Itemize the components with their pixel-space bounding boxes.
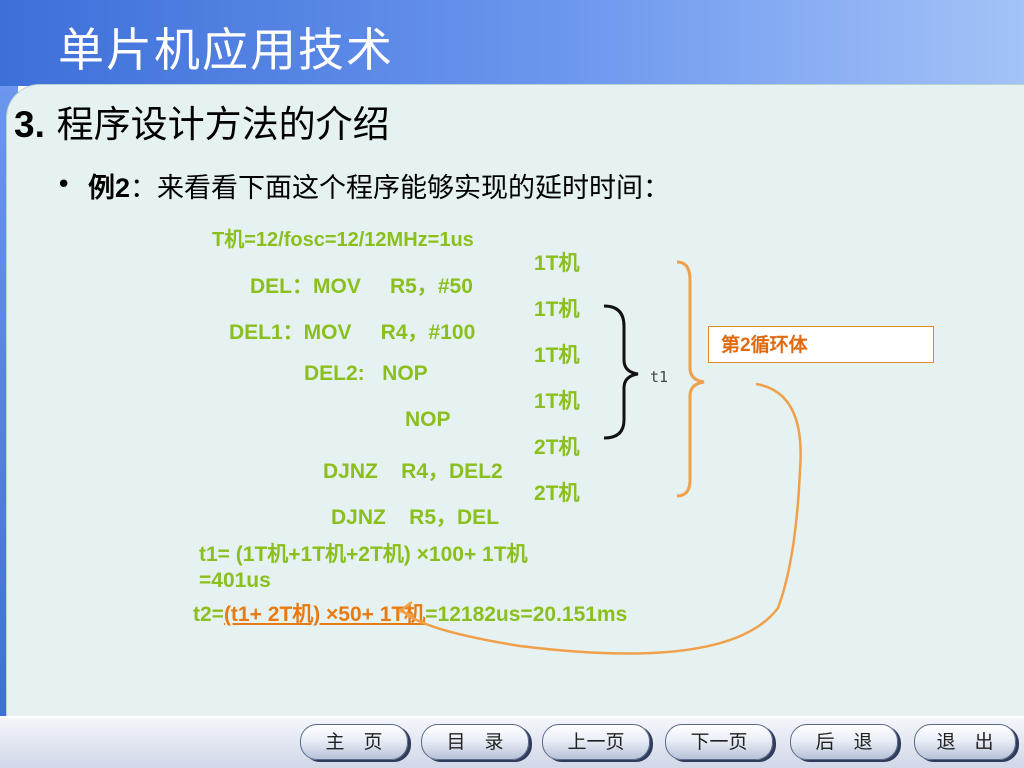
- t1-formula: t1= (1T机+1T机+2T机) ×100+ 1T机: [199, 543, 528, 566]
- orange-arrow-curve: [401, 382, 802, 655]
- prev-page-button[interactable]: 上一页: [542, 724, 650, 760]
- code-line-2: DEL1：MOV R4，#100: [229, 321, 476, 344]
- example-text: ：来看看下面这个程序能够实现的延时时间：: [130, 173, 671, 204]
- t2-highlight: (t1+ 2T机) ×50+ 1T机: [223, 603, 426, 626]
- cycle-3: 1T机: [534, 344, 580, 367]
- cycle-2: 1T机: [534, 298, 580, 321]
- heading-number: 3.: [14, 104, 45, 145]
- bullet-dot: •: [56, 170, 72, 200]
- cycle-1: 1T机: [534, 252, 580, 275]
- header-band: [0, 0, 1024, 86]
- orange-arrow-head: [397, 601, 415, 618]
- machine-period: T机=12/fosc=12/12MHz=1us: [212, 229, 474, 251]
- code-line-5: DJNZ R4，DEL2: [323, 460, 503, 483]
- cycle-5: 2T机: [534, 436, 580, 459]
- example-label: 例2: [88, 173, 131, 203]
- cycle-4: 1T机: [534, 390, 580, 413]
- contents-button[interactable]: 目 录: [421, 724, 529, 760]
- code-line-4: NOP: [405, 408, 451, 431]
- code-line-3: DEL2: NOP: [304, 362, 428, 385]
- home-button[interactable]: 主 页: [300, 724, 408, 760]
- cycle-6: 2T机: [534, 482, 580, 505]
- code-line-1: DEL：MOV R5，#50: [250, 275, 473, 298]
- slide-title: 单片机应用技术: [58, 23, 394, 77]
- back-button[interactable]: 后 退: [790, 724, 898, 760]
- exit-button[interactable]: 退 出: [914, 724, 1016, 760]
- next-page-button[interactable]: 下一页: [665, 724, 773, 760]
- example-line: 例2：来看看下面这个程序能够实现的延时时间：: [88, 166, 670, 205]
- t2-prefix: t2=: [193, 603, 224, 626]
- t2-result: =12182us=20.151ms: [425, 603, 628, 626]
- outer-brace: [676, 260, 705, 498]
- code-line-6: DJNZ R5，DEL: [331, 506, 500, 529]
- t2-formula: t2=(t1+ 2T机) ×50+ 1T机=12182us=20.151ms: [193, 598, 627, 628]
- t1-result: =401us: [199, 569, 271, 592]
- section-heading: 3. 程序设计方法的介绍: [14, 94, 390, 148]
- loop-label-box: 第2循环体: [708, 326, 934, 363]
- t1-label: t1: [650, 368, 669, 386]
- inner-brace: [603, 304, 639, 440]
- heading-text: 程序设计方法的介绍: [56, 103, 390, 146]
